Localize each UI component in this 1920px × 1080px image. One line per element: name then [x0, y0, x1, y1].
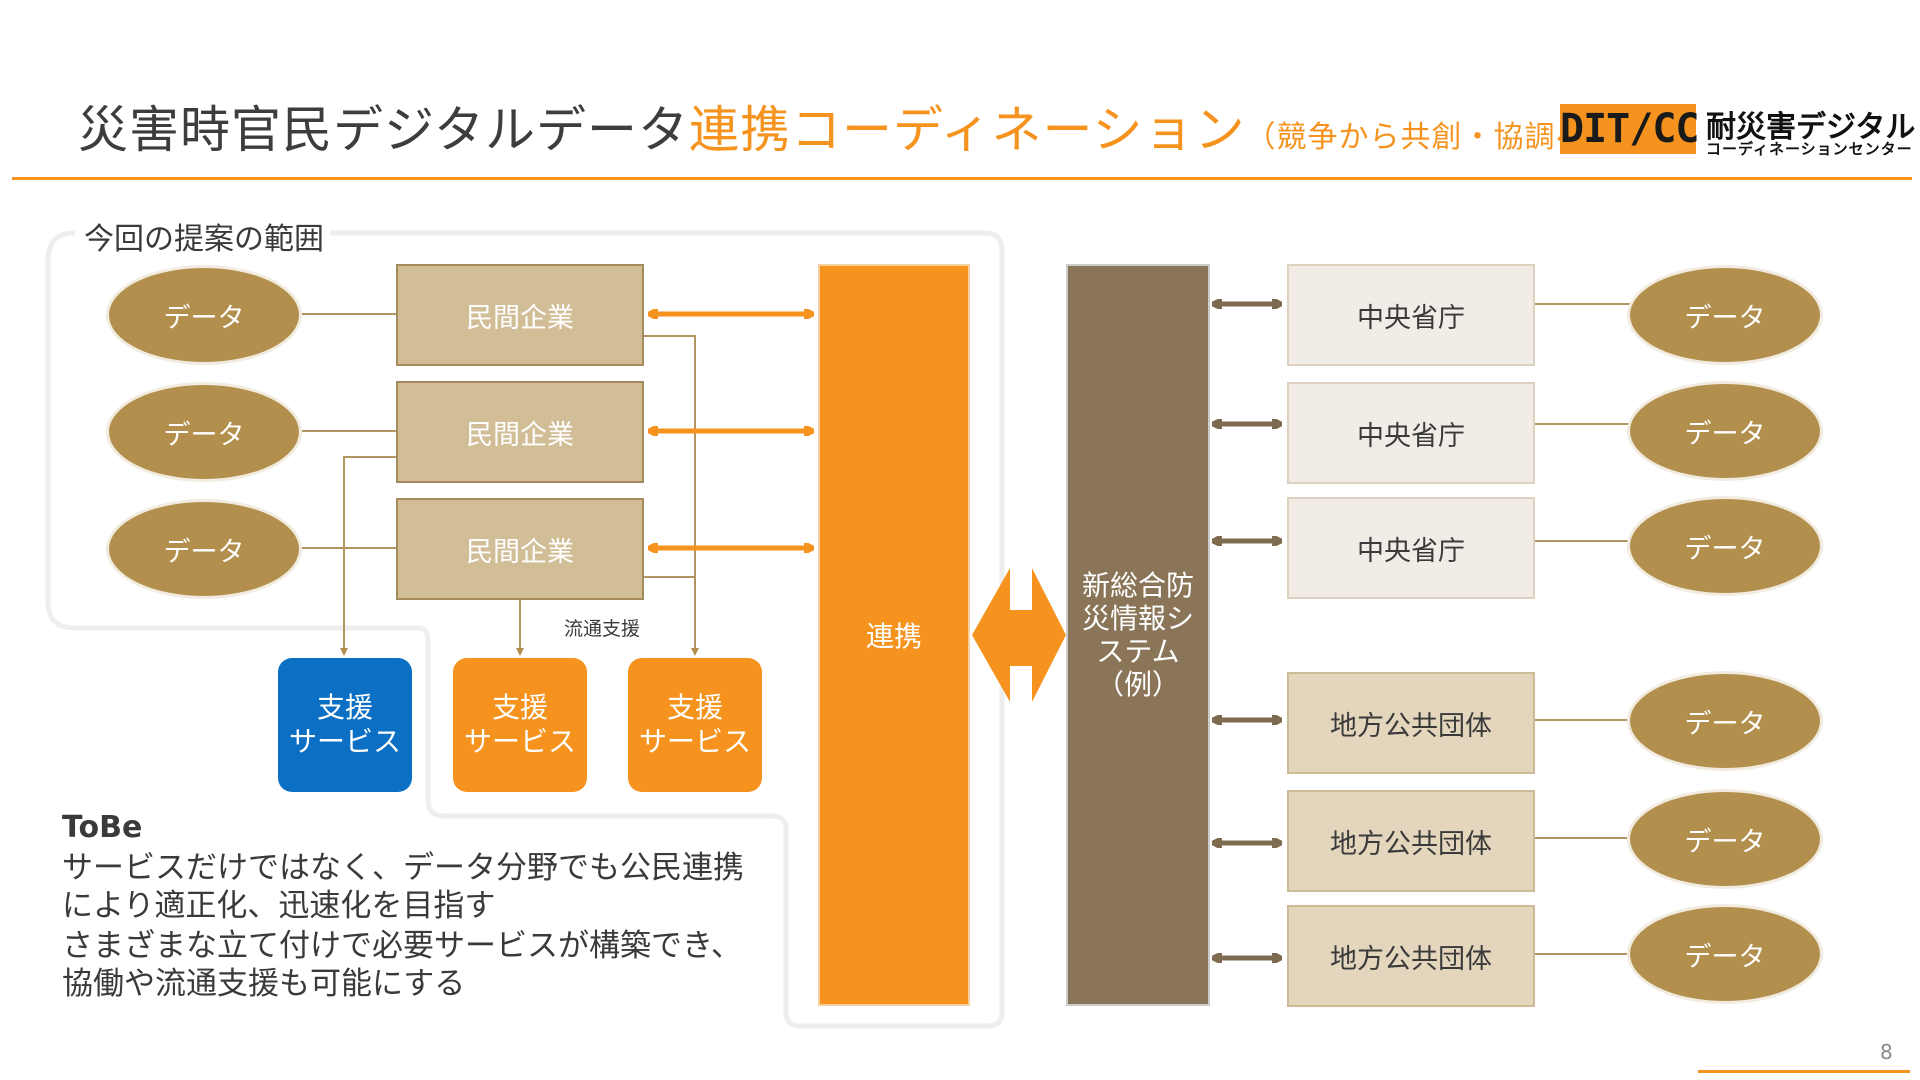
central-box-3: 中央省庁 — [1287, 497, 1535, 599]
tobe-line1: サービスだけではなく、データ分野でも公民連携 — [62, 850, 744, 886]
data-oval-right-5: データ — [1630, 792, 1820, 886]
renkei-bar: 連携 — [818, 264, 970, 1006]
footer-rule — [1698, 1070, 1910, 1073]
title-part2: 連携コーディネーション — [689, 101, 1246, 159]
service-box-1: 支援サービス — [278, 658, 412, 792]
data-oval-left-2: データ — [109, 385, 299, 479]
title-part3: （競争から共創・協調へ） — [1245, 120, 1618, 155]
service-label-line1: 支援 — [316, 691, 373, 724]
central-box-1: 中央省庁 — [1287, 264, 1535, 366]
logo-line1: 耐災害デジタル — [1706, 110, 1916, 145]
connector-company1-service3 — [644, 335, 699, 656]
page-number: 8 — [1880, 1040, 1893, 1064]
tobe-line3: さまざまな立て付けで必要サービスが構築でき、 — [62, 928, 742, 964]
logo-line2: コーディネーションセンター — [1706, 140, 1913, 158]
data-oval-right-2: データ — [1630, 384, 1820, 478]
service-box-3: 支援サービス — [628, 658, 762, 792]
company-box-2: 民間企業 — [396, 381, 644, 483]
company-box-3: 民間企業 — [396, 498, 644, 600]
service-label-line2: サービス — [288, 725, 401, 758]
ryutsu-label: 流通支援 — [564, 618, 641, 640]
service-label-line1: 支援 — [491, 691, 548, 724]
tobe-heading: ToBe — [62, 810, 143, 845]
data-oval-right-6: データ — [1630, 907, 1820, 1001]
title-part1: 災害時官民デジタルデータ — [78, 101, 689, 159]
tobe-line4: 協働や流通支援も可能にする — [62, 966, 466, 1002]
tobe-line2: により適正化、迅速化を目指す — [62, 888, 496, 924]
company-box-1: 民間企業 — [396, 264, 644, 366]
connector-company2-service1 — [340, 456, 396, 656]
local-box-3: 地方公共団体 — [1287, 905, 1535, 1007]
local-box-1: 地方公共団体 — [1287, 672, 1535, 774]
header-divider — [12, 177, 1912, 180]
data-oval-right-1: データ — [1630, 268, 1820, 362]
page-title: 災害時官民デジタルデータ連携コーディネーション（競争から共創・協調へ） — [78, 98, 1618, 170]
central-box-2: 中央省庁 — [1287, 382, 1535, 484]
logo: DIT/CC 耐災害デジタル コーディネーションセンター — [1560, 104, 1915, 158]
service-box-2: 支援サービス — [453, 658, 587, 792]
local-box-2: 地方公共団体 — [1287, 790, 1535, 892]
data-oval-right-3: データ — [1630, 499, 1820, 593]
logo-mark: DIT/CC — [1560, 104, 1700, 154]
data-oval-right-4: データ — [1630, 674, 1820, 768]
double-arrow-icon — [972, 568, 1066, 702]
service-label-line2: サービス — [638, 725, 751, 758]
data-oval-left-3: データ — [109, 502, 299, 596]
scope-outline — [45, 230, 1005, 1029]
data-oval-left-1: データ — [109, 268, 299, 362]
service-label-line2: サービス — [463, 725, 576, 758]
scope-label: 今回の提案の範囲 — [78, 214, 330, 258]
service-label-line1: 支援 — [666, 691, 723, 724]
system-bar: 新総合防災情報システム（例） — [1066, 264, 1210, 1006]
